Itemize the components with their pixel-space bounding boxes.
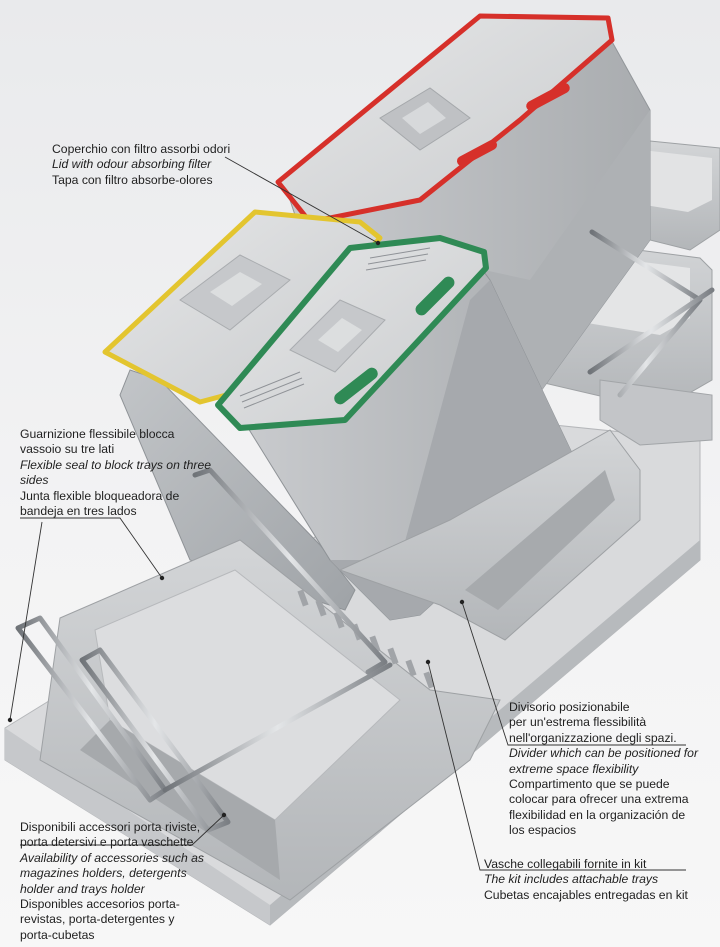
tray-front bbox=[39, 539, 501, 901]
callout-trays-it: Vasche collegabili fornite in kit bbox=[484, 857, 647, 871]
callout-accessories-en-1: Availability of accessories such as bbox=[20, 850, 205, 865]
callout-divider-es-4: los espacios bbox=[509, 823, 577, 838]
callout-seal-es-2: bandeja en tres lados bbox=[20, 504, 137, 519]
callout-seal-it-1: Guarnizione flessibile blocca bbox=[20, 427, 175, 441]
callout-divider-it-1: Divisorio posizionabile bbox=[509, 700, 630, 714]
callout-seal-en-2: sides bbox=[20, 473, 49, 488]
leader-seal bbox=[20, 517, 163, 579]
callout-lid-it: Coperchio con filtro assorbi odori bbox=[52, 142, 231, 156]
callout-seal-es-1: Junta flexible bloqueadora de bbox=[20, 488, 180, 503]
callout-lid: Coperchio con filtro assorbi odori Lid w… bbox=[52, 142, 230, 188]
callout-trays-en: The kit includes attachable trays bbox=[484, 872, 659, 887]
leader-accessories bbox=[20, 814, 225, 846]
callout-trays: Vasche collegabili fornite in kit The ki… bbox=[484, 857, 688, 903]
callout-divider-es-3: flexibilidad en la organización de bbox=[509, 807, 686, 822]
callout-seal: Guarnizione flessibile blocca vassoio su… bbox=[20, 427, 211, 519]
callout-accessories-es-1: Disponibles accesorios porta- bbox=[20, 897, 180, 912]
leader-trays bbox=[427, 661, 686, 871]
callout-accessories-it-2: porta detersivi e porta vaschette bbox=[20, 835, 194, 850]
bin-yellow bbox=[102, 209, 383, 611]
callout-divider-it-3: nell'organizzazione degli spazi. bbox=[509, 730, 677, 745]
callout-divider-es-1: Compartimento que se puede bbox=[509, 777, 670, 792]
callout-divider-en-1: Divider which can be positioned for bbox=[509, 746, 699, 761]
leader-lid bbox=[224, 156, 379, 244]
callout-divider: Divisorio posizionabile per un'estrema f… bbox=[509, 700, 698, 839]
callout-seal-it-2: vassoio su tre lati bbox=[20, 442, 115, 457]
callout-lid-es: Tapa con filtro absorbe-olores bbox=[52, 172, 213, 187]
tray-middle bbox=[338, 429, 641, 641]
callout-divider-it-2: per un'estrema flessibilità bbox=[509, 715, 647, 730]
callout-lid-en: Lid with odour absorbing filter bbox=[52, 157, 212, 172]
leader-divider bbox=[461, 601, 686, 746]
leader-seal-left bbox=[9, 521, 43, 721]
callout-accessories-es-3: porta-cubetas bbox=[20, 927, 95, 942]
callout-seal-en-1: Flexible seal to block trays on three bbox=[20, 457, 212, 472]
callout-accessories-it-1: Disponibili accessori porta riviste, bbox=[20, 820, 201, 834]
callout-divider-es-2: colocar para ofrecer una extrema bbox=[509, 792, 689, 807]
callout-accessories-es-2: revistas, porta-detergentes y bbox=[20, 912, 175, 927]
callout-trays-es: Cubetas encajables entregadas en kit bbox=[484, 887, 688, 902]
chrome-holder-left bbox=[15, 229, 715, 833]
callout-divider-en-2: extreme space flexibility bbox=[509, 761, 639, 776]
callout-accessories-en-2: magazines holders, detergents bbox=[20, 866, 187, 881]
callout-accessories-en-3: holder and trays holder bbox=[20, 881, 145, 896]
callout-accessories: Disponibili accessori porta riviste, por… bbox=[20, 820, 204, 943]
